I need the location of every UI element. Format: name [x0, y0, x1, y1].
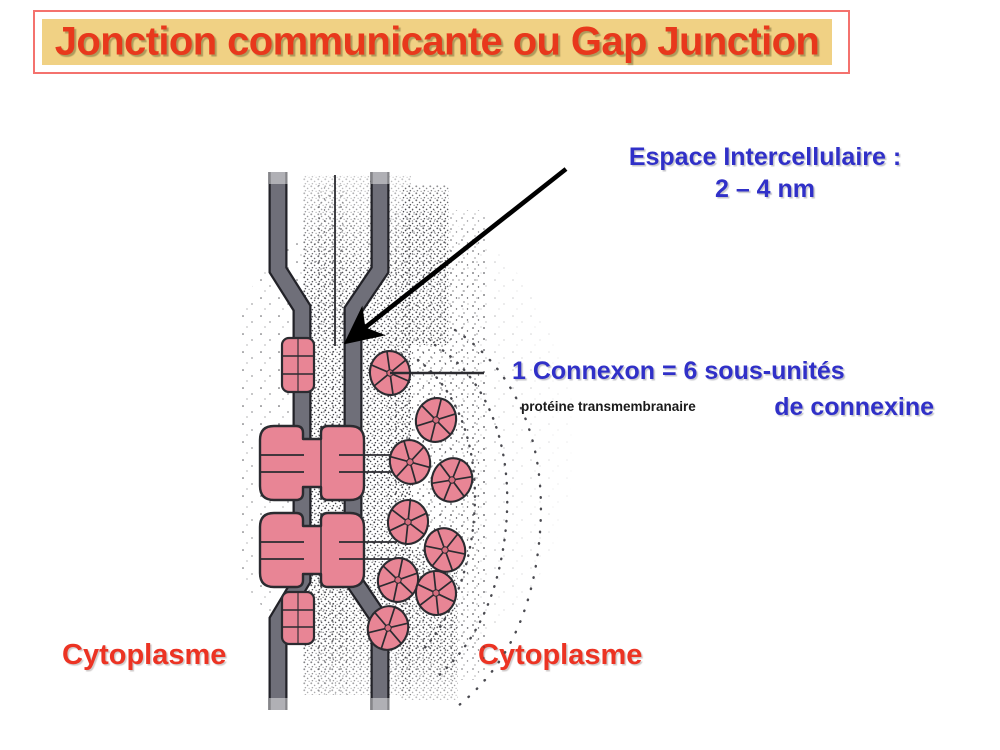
label-intercellular-space: Espace Intercellulaire : 2 – 4 nm — [585, 141, 945, 205]
title-banner-fill: Jonction communicante ou Gap Junction — [42, 19, 832, 65]
gap-junction-diagram — [240, 150, 580, 720]
dotted-contour-arcs — [416, 328, 543, 708]
connexon-channel-top-partial — [280, 336, 316, 394]
title-banner: Jonction communicante ou Gap Junction — [33, 10, 850, 74]
connexon-channel-bottom-partial — [280, 590, 316, 646]
label-intercellular-space-line2: 2 – 4 nm — [714, 175, 816, 203]
label-cytoplasm-left: Cytoplasme — [62, 639, 227, 671]
connexon-channel-2 — [258, 511, 397, 589]
connexon-channel-1 — [258, 424, 397, 502]
label-intercellular-space-line1: Espace Intercellulaire : — [628, 143, 902, 171]
label-cytoplasm-right: Cytoplasme — [478, 639, 643, 671]
label-connexon-line2: de connexine — [774, 393, 934, 421]
page-title: Jonction communicante ou Gap Junction — [54, 19, 820, 64]
